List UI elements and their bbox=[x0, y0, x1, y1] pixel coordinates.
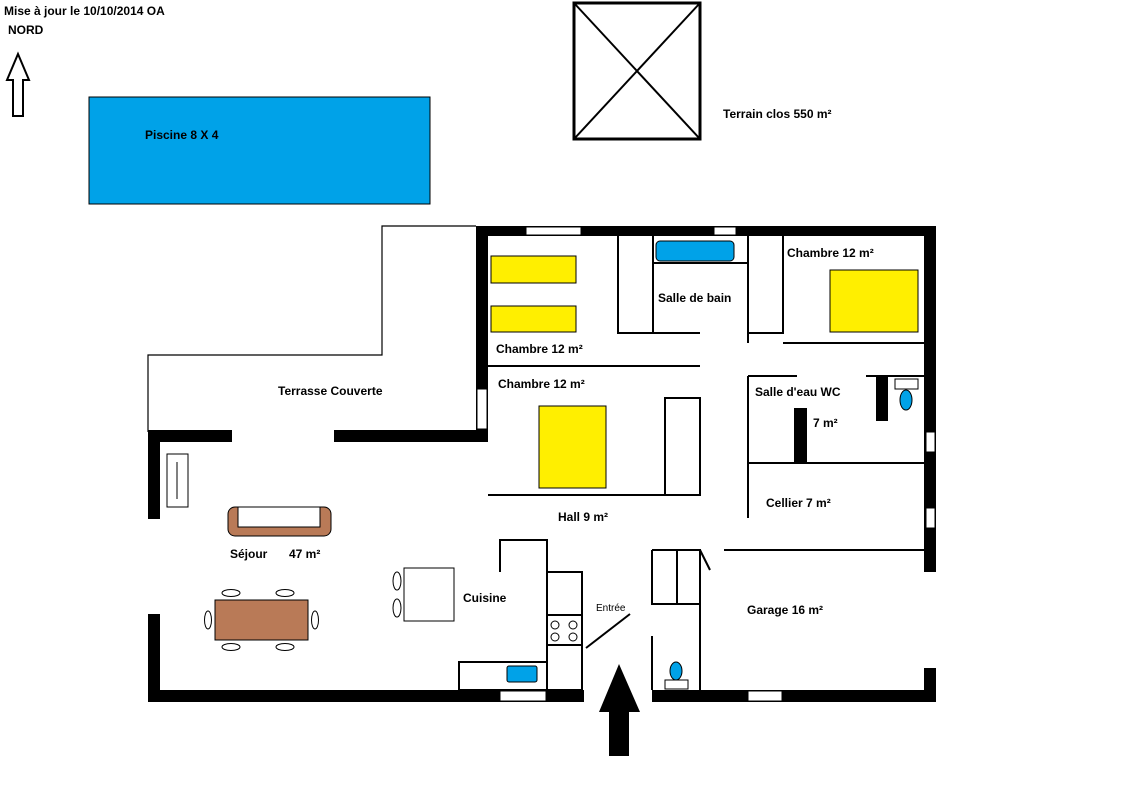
bathroom-label: Salle de bain bbox=[658, 291, 731, 305]
north-arrow-icon bbox=[5, 51, 31, 117]
bathtub-icon bbox=[655, 240, 735, 262]
north-label: NORD bbox=[8, 23, 44, 37]
garage-toilet-icon bbox=[664, 661, 689, 690]
bed-ne bbox=[829, 269, 919, 333]
bedroom-center-label: Chambre 12 m² bbox=[498, 377, 585, 391]
entrance-label: Entrée bbox=[596, 603, 626, 614]
toilet-icon bbox=[894, 378, 919, 411]
beds bbox=[490, 255, 919, 489]
kitchen-label: Cuisine bbox=[463, 591, 507, 605]
bedroom-nw-label: Chambre 12 m² bbox=[496, 342, 583, 356]
tv-unit bbox=[166, 453, 189, 508]
pool-label: Piscine 8 X 4 bbox=[145, 128, 219, 142]
exterior-walls bbox=[148, 226, 936, 702]
bed-nw-1 bbox=[490, 255, 577, 284]
stove-icon bbox=[550, 620, 578, 642]
bed-center bbox=[538, 405, 607, 489]
pool bbox=[88, 96, 431, 205]
garage-label: Garage 16 m² bbox=[747, 603, 823, 617]
interior-walls bbox=[458, 236, 924, 691]
living-label: Séjour bbox=[230, 547, 268, 561]
shower-area-label: 7 m² bbox=[813, 416, 838, 430]
living-area-label: 47 m² bbox=[289, 547, 320, 561]
land-marker-icon bbox=[572, 1, 702, 141]
dining-table bbox=[204, 589, 319, 651]
terrace-outline bbox=[147, 225, 476, 432]
wc-partitions bbox=[794, 376, 888, 464]
sink-icon bbox=[506, 665, 538, 683]
entrance-door bbox=[585, 613, 631, 649]
entrance-arrow-icon bbox=[599, 664, 640, 756]
cellar-label: Cellier 7 m² bbox=[766, 496, 831, 510]
windows bbox=[476, 226, 936, 702]
bedroom-ne-label: Chambre 12 m² bbox=[787, 246, 874, 260]
bed-nw-2 bbox=[490, 305, 577, 333]
hall-label: Hall 9 m² bbox=[558, 510, 608, 524]
shower-wc-label: Salle d'eau WC bbox=[755, 385, 841, 399]
land-label: Terrain clos 550 m² bbox=[723, 107, 832, 121]
kitchen-table bbox=[392, 567, 455, 622]
sofa-icon bbox=[227, 506, 332, 537]
update-date-text: Mise à jour le 10/10/2014 OA bbox=[4, 4, 165, 18]
terrace-label: Terrasse Couverte bbox=[278, 384, 383, 398]
